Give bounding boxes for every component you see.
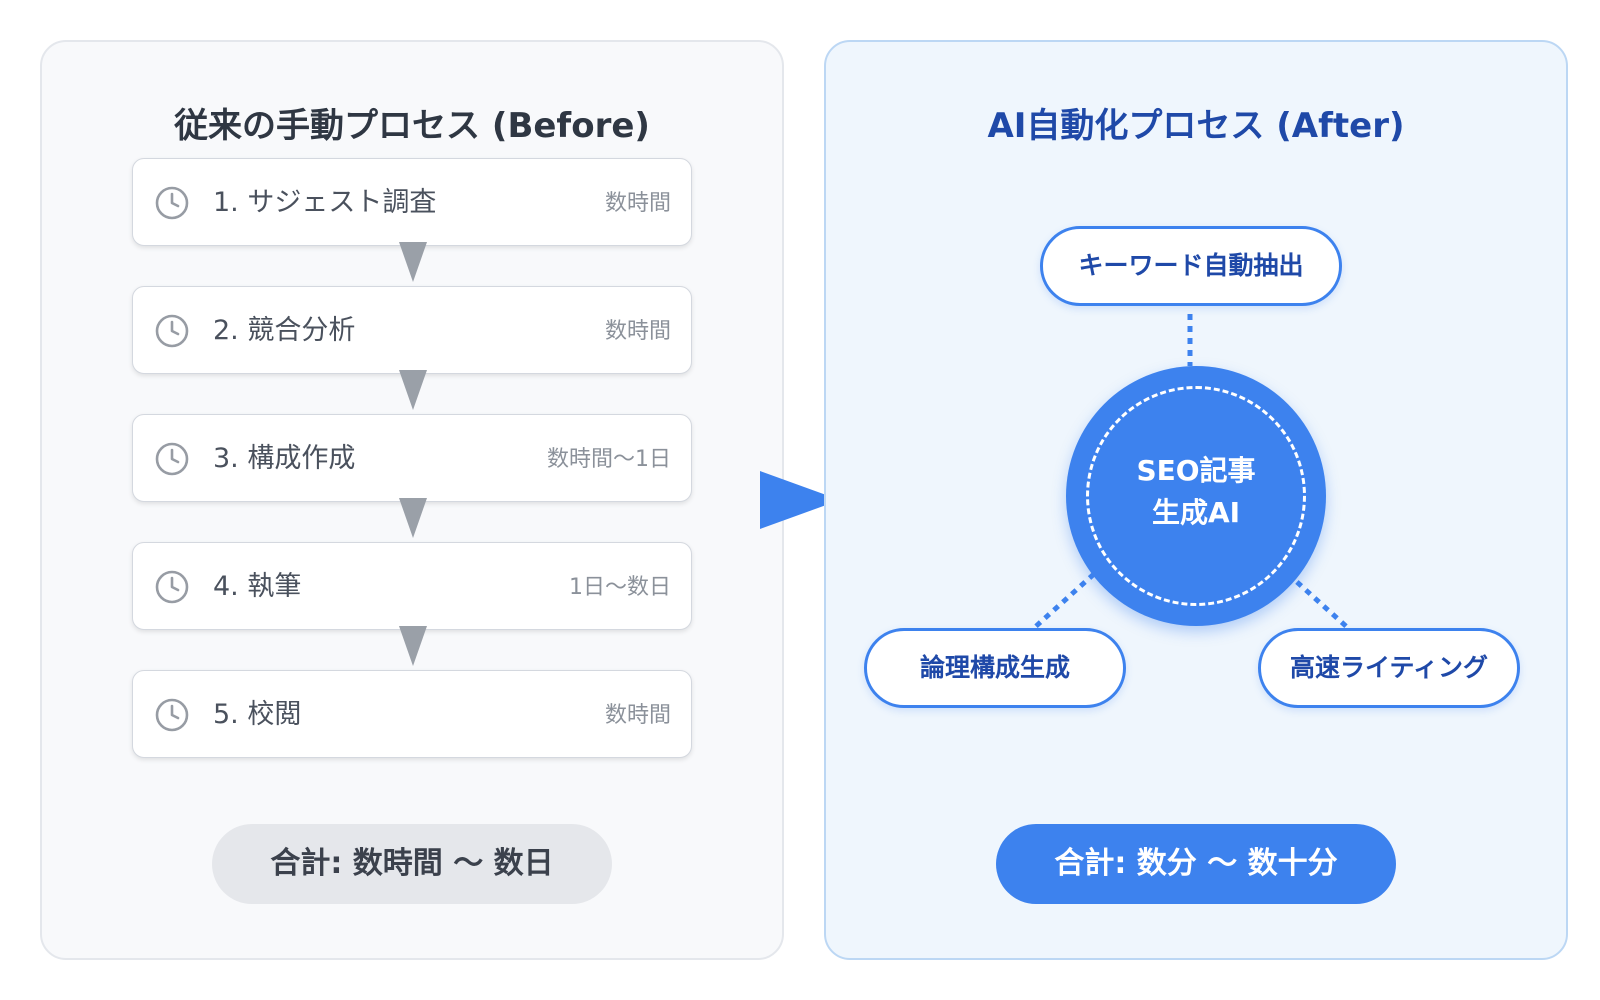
triangle-down-icon	[399, 626, 427, 666]
step-label: 3. 構成作成	[213, 443, 356, 474]
step-time: 1日〜数日	[569, 575, 671, 600]
connector-left	[1032, 572, 1096, 630]
step-card-writing: 4. 執筆 1日〜数日	[132, 542, 692, 630]
hub-label: SEO記事 生成AI	[1066, 450, 1326, 534]
triangle-down-icon	[399, 242, 427, 282]
step-time: 数時間	[604, 191, 671, 216]
hub-dashed-ring	[1086, 386, 1306, 606]
clock-icon	[155, 442, 189, 476]
clock-icon	[155, 186, 189, 220]
after-total-pill: 合計: 数分 〜 数十分	[996, 824, 1396, 904]
node-keyword-extraction: キーワード自動抽出	[1040, 226, 1342, 306]
step-label: 4. 執筆	[213, 571, 302, 602]
step-card-suggest-research: 1. サジェスト調査 数時間	[132, 158, 692, 246]
step-label: 5. 校閲	[213, 699, 302, 730]
step-label: 2. 競合分析	[213, 315, 356, 346]
after-title: AI自動化プロセス (After)	[987, 106, 1405, 146]
after-panel: AI自動化プロセス (After) キーワード自動抽出 SEO記事 生成AI 論…	[824, 40, 1568, 960]
triangle-right-icon	[760, 471, 840, 529]
step-label: 1. サジェスト調査	[213, 187, 437, 218]
triangle-down-icon	[399, 370, 427, 410]
node-logical-structure: 論理構成生成	[864, 628, 1126, 708]
connector-right	[1286, 572, 1350, 630]
hub-label-line2: 生成AI	[1151, 496, 1241, 529]
step-card-proofreading: 5. 校閲 数時間	[132, 670, 692, 758]
before-title: 従来の手動プロセス (Before)	[174, 106, 650, 146]
clock-icon	[155, 570, 189, 604]
before-total-pill: 合計: 数時間 〜 数日	[212, 824, 612, 904]
node-fast-writing: 高速ライティング	[1258, 628, 1520, 708]
triangle-down-icon	[399, 498, 427, 538]
before-panel: 従来の手動プロセス (Before) 1. サジェスト調査 数時間 2. 競合分…	[40, 40, 784, 960]
step-card-outline-creation: 3. 構成作成 数時間〜1日	[132, 414, 692, 502]
connector-lines	[1032, 314, 1350, 630]
step-card-competitor-analysis: 2. 競合分析 数時間	[132, 286, 692, 374]
step-time: 数時間	[604, 319, 671, 344]
step-time: 数時間〜1日	[547, 447, 671, 472]
hub-label-line1: SEO記事	[1136, 454, 1256, 487]
step-time: 数時間	[604, 703, 671, 728]
clock-icon	[155, 698, 189, 732]
clock-icon	[155, 314, 189, 348]
ai-hub-circle: SEO記事 生成AI	[1066, 366, 1326, 626]
